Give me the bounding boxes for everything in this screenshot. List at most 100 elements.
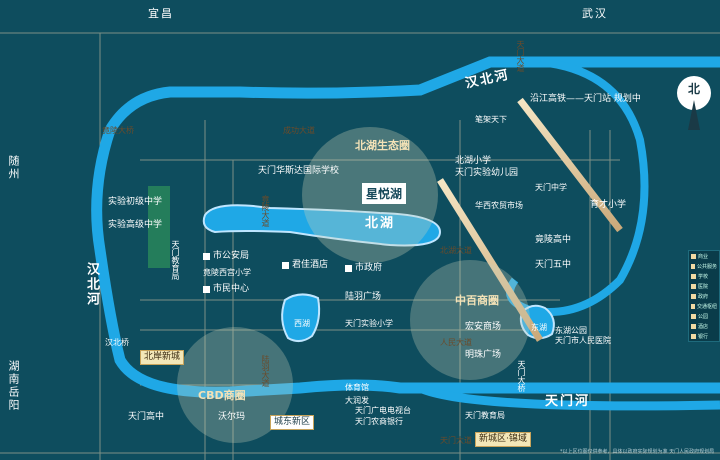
zone-beihu-label: 北湖生态圈 [355,139,410,152]
poi-darunfa[interactable]: 大润发 [345,396,369,405]
road-jingling-bridge: 竟陵大桥 [102,126,134,135]
legend-item: 公园 [691,312,717,321]
road-chenggong: 成功大道 [283,126,315,135]
legend-swatch-icon [691,324,696,329]
police-icon [203,253,210,260]
road-renmin: 人民大道 [440,338,472,347]
legend-item: 学校 [691,272,717,281]
road-luyu: 陆羽大道 [261,355,270,387]
direction-suizhou: 随州 [7,155,20,181]
poi-experimental-high[interactable]: 实验高级中学 [108,220,163,230]
poi-huasida-school[interactable]: 天门华斯达国际学校 [258,166,340,176]
legend-swatch-icon [691,264,695,269]
direction-yichang: 宜昌 [148,7,174,20]
poi-jingling-primary[interactable]: 竟陵西宫小学 [203,268,251,277]
legend-item: 政府 [691,292,717,301]
east-small-lake-label: 东湖 [531,323,547,332]
poi-civic-center[interactable]: 市民中心 [213,284,250,294]
poi-experimental-middle[interactable]: 实验初级中学 [108,197,163,207]
west-small-lake [281,293,321,342]
road-bijia: 笔架天下 [475,115,507,124]
direction-yueyang: 湖南岳阳 [7,360,20,412]
legend-item: 酒店 [691,322,717,331]
poi-tianmen-kindergarten[interactable]: 天门实验幼儿园 [455,168,519,178]
poi-city-government[interactable]: 市政府 [355,263,383,273]
main-roads [0,40,720,460]
poi-education-bureau-left[interactable]: 天门教育局 [171,240,180,280]
civic-center-icon [203,286,210,293]
legend-label: 政府 [698,294,709,300]
river-hanbei-left-label: 汉北河 [84,262,99,307]
poi-stadium[interactable]: 体育馆 [345,383,369,392]
road-tianmen-bottom: 天门大道 [440,436,472,445]
poi-tianmen-high[interactable]: 天门高中 [128,412,165,422]
poi-people-hospital[interactable]: 天门市人民医院 [555,336,611,345]
poi-yucai-primary[interactable]: 育才小学 [590,200,627,210]
tag-city-east[interactable]: 城东新区 [270,415,315,430]
legend-label: 公共服务 [696,264,717,270]
road-hanbei-bridge: 汉北桥 [105,338,129,347]
hotel-icon [282,262,289,269]
poi-tv-station[interactable]: 天门广电电视台 [355,406,411,415]
poi-beihu-primary[interactable]: 北湖小学 [455,156,492,166]
direction-wuhan: 武汉 [582,7,608,20]
legend-swatch-icon [691,274,696,279]
poi-walmart[interactable]: 沃尔玛 [218,412,246,422]
legend-label: 酒店 [698,324,709,330]
poi-junjia-hotel[interactable]: 君佳酒店 [292,260,329,270]
poi-tianmen-fifth[interactable]: 天门五中 [535,260,572,270]
zone-zhongbai-label: 中百商圈 [455,294,499,307]
zone-cbd-label: CBD商圈 [198,389,246,402]
road-jingling-ave: 竟陵大道 [261,195,270,227]
north-arrow-icon [688,100,700,130]
legend-label: 医院 [698,284,709,290]
project-logo[interactable]: 星悦湖 [362,183,407,204]
poi-police[interactable]: 市公安局 [213,251,250,261]
poi-tianmen-bridge[interactable]: 天门大桥 [517,360,526,392]
legend-swatch-icon [691,284,696,289]
legend-swatch-icon [691,304,695,309]
tag-new-city[interactable]: 新城区·锦域 [475,432,531,447]
legend-item: 银行 [691,332,717,341]
road-tianmen-east: 天门大道 [516,40,525,72]
zone-zhongbai-circle [410,260,530,380]
map-legend: 商业公共服务学校医院政府交通枢纽公园酒店银行 [688,250,720,342]
poi-hongan-mall[interactable]: 宏安商场 [465,322,502,332]
footnote: *以上区位图仅供参考，具体以政府实际规划为准 天门人民政府规划局 [560,449,715,455]
legend-item: 商业 [691,252,717,261]
poi-donghu-park[interactable]: 东湖公园 [555,326,587,335]
west-small-lake-label: 西湖 [294,319,310,328]
legend-label: 银行 [698,334,709,340]
tianmen-river-label: 天门河 [545,394,591,409]
legend-label: 学校 [698,274,709,280]
legend-swatch-icon [691,254,696,259]
legend-swatch-icon [691,334,696,339]
poi-tianmen-station[interactable]: 沿江高铁——天门站 规划中 [530,94,641,104]
poi-experimental-primary[interactable]: 天门实验小学 [345,319,393,328]
poi-huaxi-market[interactable]: 华西农贸市场 [475,201,523,210]
zone-cbd-circle [177,327,293,443]
legend-label: 交通枢纽 [696,304,717,310]
poi-rural-bank[interactable]: 天门农商银行 [355,417,403,426]
north-label: 北 [688,82,701,96]
legend-swatch-icon [691,314,696,319]
poi-jingling-high[interactable]: 竟陵高中 [535,235,572,245]
legend-swatch-icon [691,294,696,299]
legend-label: 公园 [698,314,709,320]
north-lake-label: 北湖 [365,216,396,231]
park-area [148,186,170,268]
poi-tianmen-middle[interactable]: 天门中学 [535,183,567,192]
government-icon [345,265,352,272]
legend-item: 交通枢纽 [691,302,717,311]
legend-item: 医院 [691,282,717,291]
poi-education-bureau-bottom[interactable]: 天门教育局 [465,411,505,420]
road-beihu: 北湖大道 [440,246,472,255]
poi-luyu-square[interactable]: 陆羽广场 [345,292,382,302]
legend-item: 公共服务 [691,262,717,271]
han-north-river [91,56,720,398]
legend-label: 商业 [698,254,709,260]
poi-mingzhu-square[interactable]: 明珠广场 [465,350,502,360]
tag-north-bank[interactable]: 北岸新城 [140,350,185,365]
